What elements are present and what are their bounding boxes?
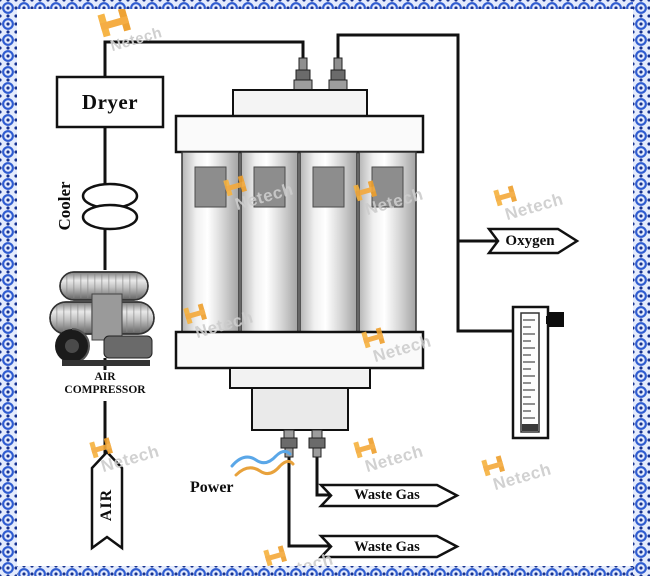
dryer-box — [55, 75, 165, 129]
pipe-dryer-to-vessel — [103, 40, 305, 80]
power-wire-orange — [234, 459, 295, 477]
vessel-top-plate — [232, 89, 368, 117]
flow-meter-float — [522, 424, 538, 431]
air-compressor-image — [49, 271, 155, 366]
vessel-bottom-plate — [229, 367, 371, 389]
vessel-cylinder-ports — [194, 166, 404, 208]
waste-gas-banner-1 — [318, 483, 460, 508]
dryer-label: Dryer — [81, 90, 139, 114]
cooler-coil — [81, 182, 139, 231]
waste-gas-label-2: Waste Gas — [354, 539, 420, 555]
oxygen-banner — [486, 227, 580, 255]
waste-gas-banner-2 — [318, 534, 460, 559]
power-label: Power — [190, 479, 234, 496]
air-inlet-banner — [90, 450, 124, 551]
vessel-bottom-fitting-right — [308, 429, 326, 458]
air-compressor-label-line2: COMPRESSOR — [64, 384, 146, 396]
vessel-top-fitting-left — [293, 57, 313, 91]
flow-meter-scale — [523, 319, 535, 426]
flow-meter-knob — [549, 312, 564, 327]
waste-gas-label-1: Waste Gas — [354, 487, 420, 503]
flow-meter — [511, 305, 564, 440]
pipe-waste-gas-2 — [287, 456, 331, 548]
cooler-label: Cooler — [55, 181, 74, 231]
air-compressor-label-line1: AIR — [94, 371, 116, 383]
vessel-bottom-flange — [174, 330, 425, 370]
pipe-waste-gas-1 — [315, 456, 331, 497]
air-inlet-label: AIR — [98, 488, 115, 522]
oxygen-label: Oxygen — [505, 233, 555, 249]
vessel-bottom-box — [251, 387, 349, 431]
air-compressor-label: AIR COMPRESSOR — [45, 371, 165, 397]
vessel-top-flange — [174, 114, 425, 154]
ornamental-border-bottom — [0, 566, 650, 576]
pipe-vessel-to-flowmeter — [336, 33, 513, 333]
power-wire-blue — [230, 449, 292, 468]
ornamental-border-right — [633, 0, 650, 576]
power-wires — [230, 449, 295, 477]
flow-banners — [90, 227, 580, 559]
sieve-vessel — [174, 57, 425, 458]
vessel-top-fitting-right — [328, 57, 348, 91]
ornamental-border-top — [0, 0, 650, 9]
ornamental-border-left — [0, 0, 17, 576]
